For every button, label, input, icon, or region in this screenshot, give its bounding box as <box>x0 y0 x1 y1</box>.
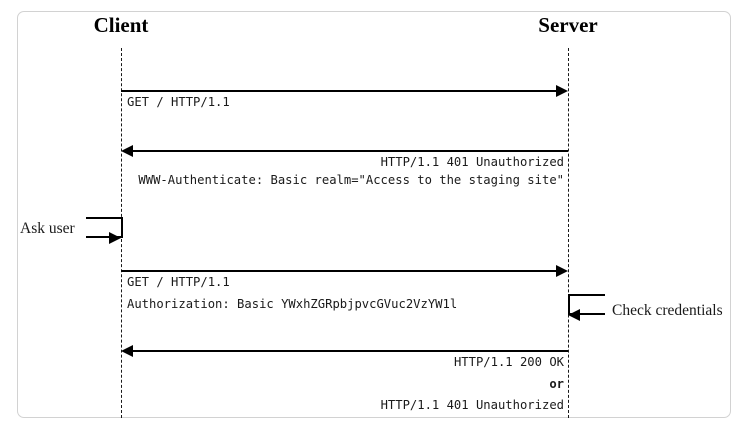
message-label-2-line-2: WWW-Authenticate: Basic realm="Access to… <box>138 173 564 187</box>
arrowhead-right-ask-user <box>109 232 121 244</box>
note-label-check-credentials: Check credentials <box>612 302 723 319</box>
arrowhead-right-3 <box>556 265 568 277</box>
arrowhead-left-4 <box>121 345 133 357</box>
message-label-3-line-2: Authorization: Basic YWxhZGRpbjpvcGVuc2V… <box>127 297 458 311</box>
message-label-4-line-2-or: or <box>549 377 564 391</box>
lifeline-server <box>568 48 569 418</box>
message-label-4-line-3: HTTP/1.1 401 Unauthorized <box>380 398 564 412</box>
self-loop-ask-user <box>86 217 123 238</box>
message-arrow-4-final-response <box>133 350 568 352</box>
arrowhead-right-1 <box>556 85 568 97</box>
actor-header-client: Client <box>93 13 149 37</box>
message-label-3-line-1: GET / HTTP/1.1 <box>127 275 230 289</box>
actor-header-server: Server <box>538 13 598 37</box>
message-label-2-line-1: HTTP/1.1 401 Unauthorized <box>380 155 564 169</box>
message-arrow-1-get-request <box>121 90 556 92</box>
message-label-4-line-1: HTTP/1.1 200 OK <box>453 355 564 369</box>
self-loop-check-credentials <box>568 294 605 315</box>
message-arrow-3-get-with-auth <box>121 270 556 272</box>
note-label-ask-user: Ask user <box>20 220 75 237</box>
message-label-1-line-1: GET / HTTP/1.1 <box>127 95 230 109</box>
message-arrow-2-401-challenge <box>133 150 568 152</box>
arrowhead-left-check-credentials <box>568 309 580 321</box>
arrowhead-left-2 <box>121 145 133 157</box>
